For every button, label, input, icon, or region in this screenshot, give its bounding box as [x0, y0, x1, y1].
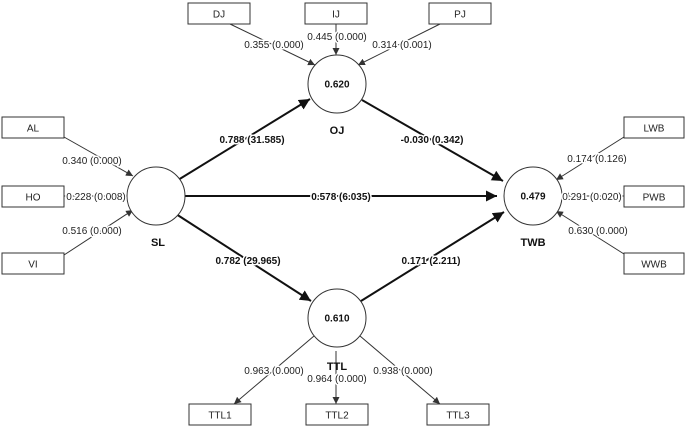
- coef-ttl-twb: 0.171 (2.211): [402, 256, 461, 267]
- indicator-ij: IJ: [304, 2, 368, 25]
- weight-vi: 0.516 (0.000): [62, 226, 122, 237]
- loading-ttl3: 0.938 (0.000): [373, 366, 433, 377]
- indicator-lwb: LWB: [623, 116, 685, 139]
- indicator-pwb: PWB: [623, 185, 685, 208]
- coef-sl-ttl: 0.782 (29.965): [215, 256, 280, 267]
- indicator-label: DJ: [213, 10, 225, 21]
- indicator-label: HO: [26, 193, 41, 204]
- arrow-ttl-ttl1: [233, 335, 315, 405]
- path-sl-oj: [177, 98, 311, 181]
- indicator-wwb: WWB: [623, 252, 685, 275]
- arrow-pj-oj: [357, 23, 441, 66]
- path-ttl-twb: [360, 211, 505, 302]
- weight-dj: 0.355 (0.000): [244, 40, 304, 51]
- indicator-label: PWB: [643, 193, 666, 204]
- indicator-label: VI: [28, 260, 37, 271]
- indicator-ho: HO: [1, 185, 65, 208]
- path-oj-twb: [361, 99, 504, 182]
- construct-ttl: 0.610: [307, 288, 367, 348]
- construct-r2: 0.620: [324, 80, 349, 91]
- indicator-label: TTL2: [325, 411, 349, 422]
- indicator-vi: VI: [1, 252, 65, 275]
- arrow-wwb-twb: [555, 210, 625, 255]
- weight-al: 0.340 (0.000): [62, 156, 122, 167]
- arrow-lwb-twb: [555, 136, 625, 181]
- weight-pj: 0.314 (0.001): [372, 40, 432, 51]
- arrow-al-sl: [63, 136, 134, 177]
- indicator-al: AL: [1, 116, 65, 139]
- construct-r2: 0.479: [520, 192, 545, 203]
- coef-oj-twb: -0.030 (0.342): [401, 135, 464, 146]
- indicator-label: IJ: [332, 10, 340, 21]
- indicator-label: TTL1: [208, 411, 232, 422]
- construct-name-sl: SL: [151, 237, 165, 249]
- construct-sl: [126, 166, 186, 226]
- path-sl-ttl: [175, 213, 312, 302]
- weight-ij: 0.445 (0.000): [307, 32, 367, 43]
- indicator-pj: PJ: [428, 2, 492, 25]
- weight-pwb: 0.291 (0.020): [562, 192, 622, 203]
- construct-name-twb: TWB: [520, 237, 545, 249]
- construct-name-ttl: TTL: [327, 361, 347, 373]
- construct-twb: 0.479: [503, 166, 563, 226]
- indicator-ttl3: TTL3: [426, 403, 490, 426]
- coef-sl-oj: 0.788 (31.585): [219, 135, 284, 146]
- loading-ttl2: 0.964 (0.000): [307, 374, 367, 385]
- weight-ho: 0.228 (0.008): [66, 192, 126, 203]
- coef-sl-twb: 0.578 (6.035): [311, 192, 371, 203]
- indicator-ttl2: TTL2: [305, 403, 369, 426]
- arrow-vi-sl: [63, 209, 134, 256]
- indicator-ttl1: TTL1: [188, 403, 252, 426]
- loading-ttl1: 0.963 (0.000): [244, 366, 304, 377]
- indicator-label: WWB: [641, 260, 667, 271]
- arrow-dj-oj: [229, 23, 316, 66]
- indicator-label: AL: [27, 124, 40, 135]
- construct-name-oj: OJ: [330, 125, 345, 137]
- weight-lwb: 0.174 (0.126): [567, 154, 627, 165]
- indicator-label: PJ: [454, 10, 466, 21]
- weight-wwb: 0.630 (0.000): [568, 226, 628, 237]
- indicator-label: LWB: [644, 124, 665, 135]
- construct-r2: 0.610: [324, 314, 349, 325]
- construct-oj: 0.620: [307, 54, 367, 114]
- indicator-label: TTL3: [446, 411, 470, 422]
- arrow-ttl-ttl3: [359, 335, 441, 405]
- indicator-dj: DJ: [187, 2, 251, 25]
